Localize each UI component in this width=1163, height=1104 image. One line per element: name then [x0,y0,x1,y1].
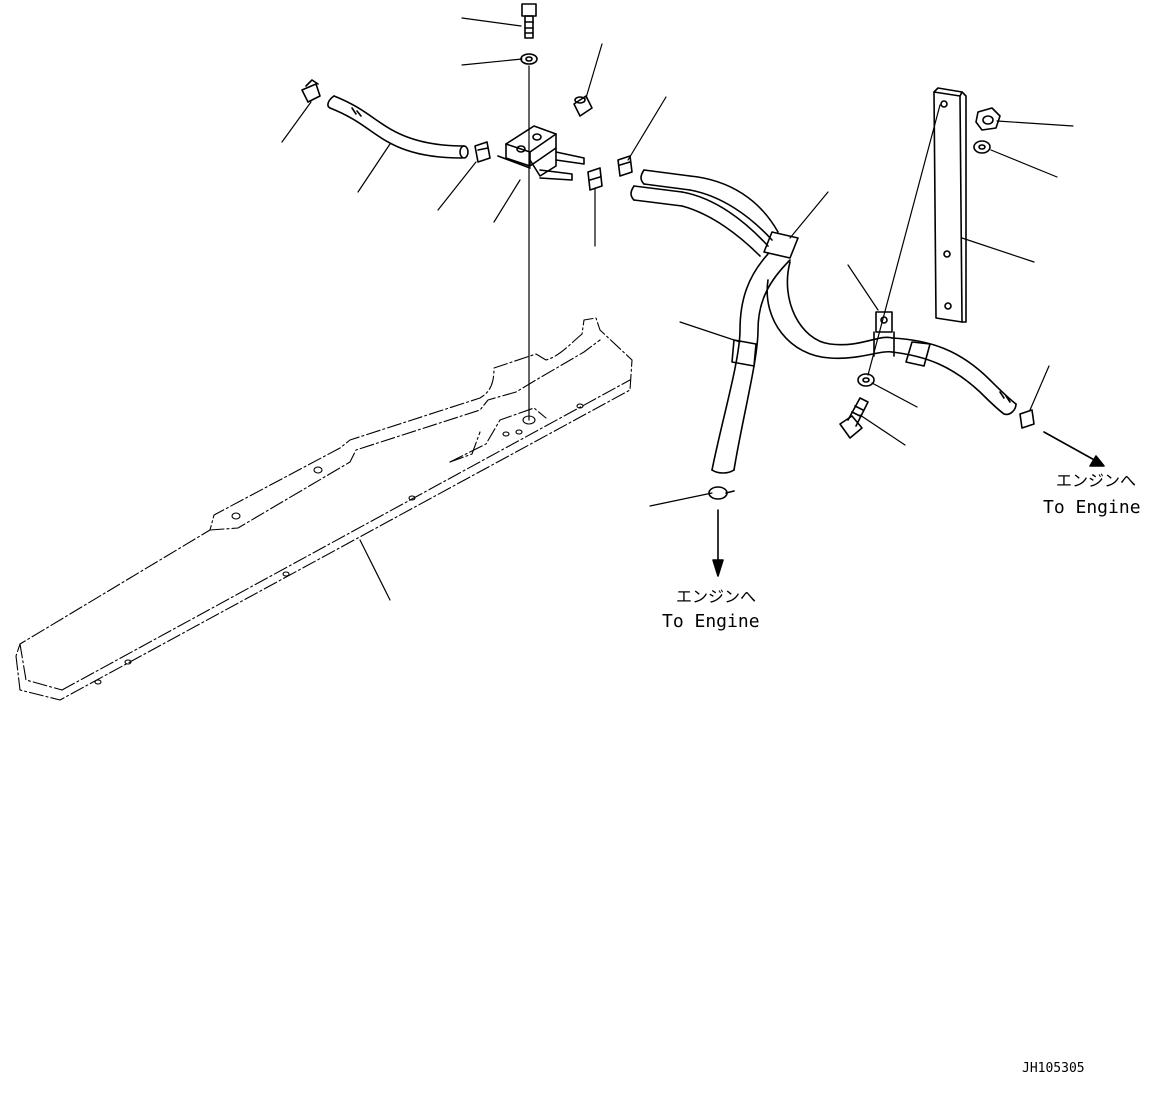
clamp-end-bottom [708,486,735,500]
engine-label-right-en: To Engine [1043,497,1141,518]
arrow-right-head [1089,455,1105,467]
clamp-mid [474,141,491,163]
clamp-end-right [1019,409,1035,429]
nut-right [975,107,1001,131]
arrow-bottom-head [712,559,724,577]
short-hose [327,95,469,159]
joint-block [497,125,585,181]
washer-right [973,140,991,154]
engine-label-bottom-jp: エンジンへ [676,587,756,606]
arrow-right [1043,431,1099,463]
leader-lines [281,17,1074,601]
frame-outline [15,317,633,701]
clamp-left [301,79,321,103]
fitting-top [573,95,593,117]
clamp-right-1 [617,155,633,177]
drawing-number: JH105305 [1022,1061,1085,1076]
main-hose [630,169,1017,474]
frame-holes [94,403,584,685]
bracket-plate [933,87,967,323]
engine-label-bottom-en: To Engine [662,611,760,632]
clamp-right-2 [587,167,603,191]
washer-lower [857,373,875,387]
engine-label-right-jp: エンジンへ [1056,471,1136,490]
bolt-lower [839,397,869,439]
p-clamp [873,311,895,357]
washer-top [520,53,538,65]
bolt-top [521,3,537,39]
